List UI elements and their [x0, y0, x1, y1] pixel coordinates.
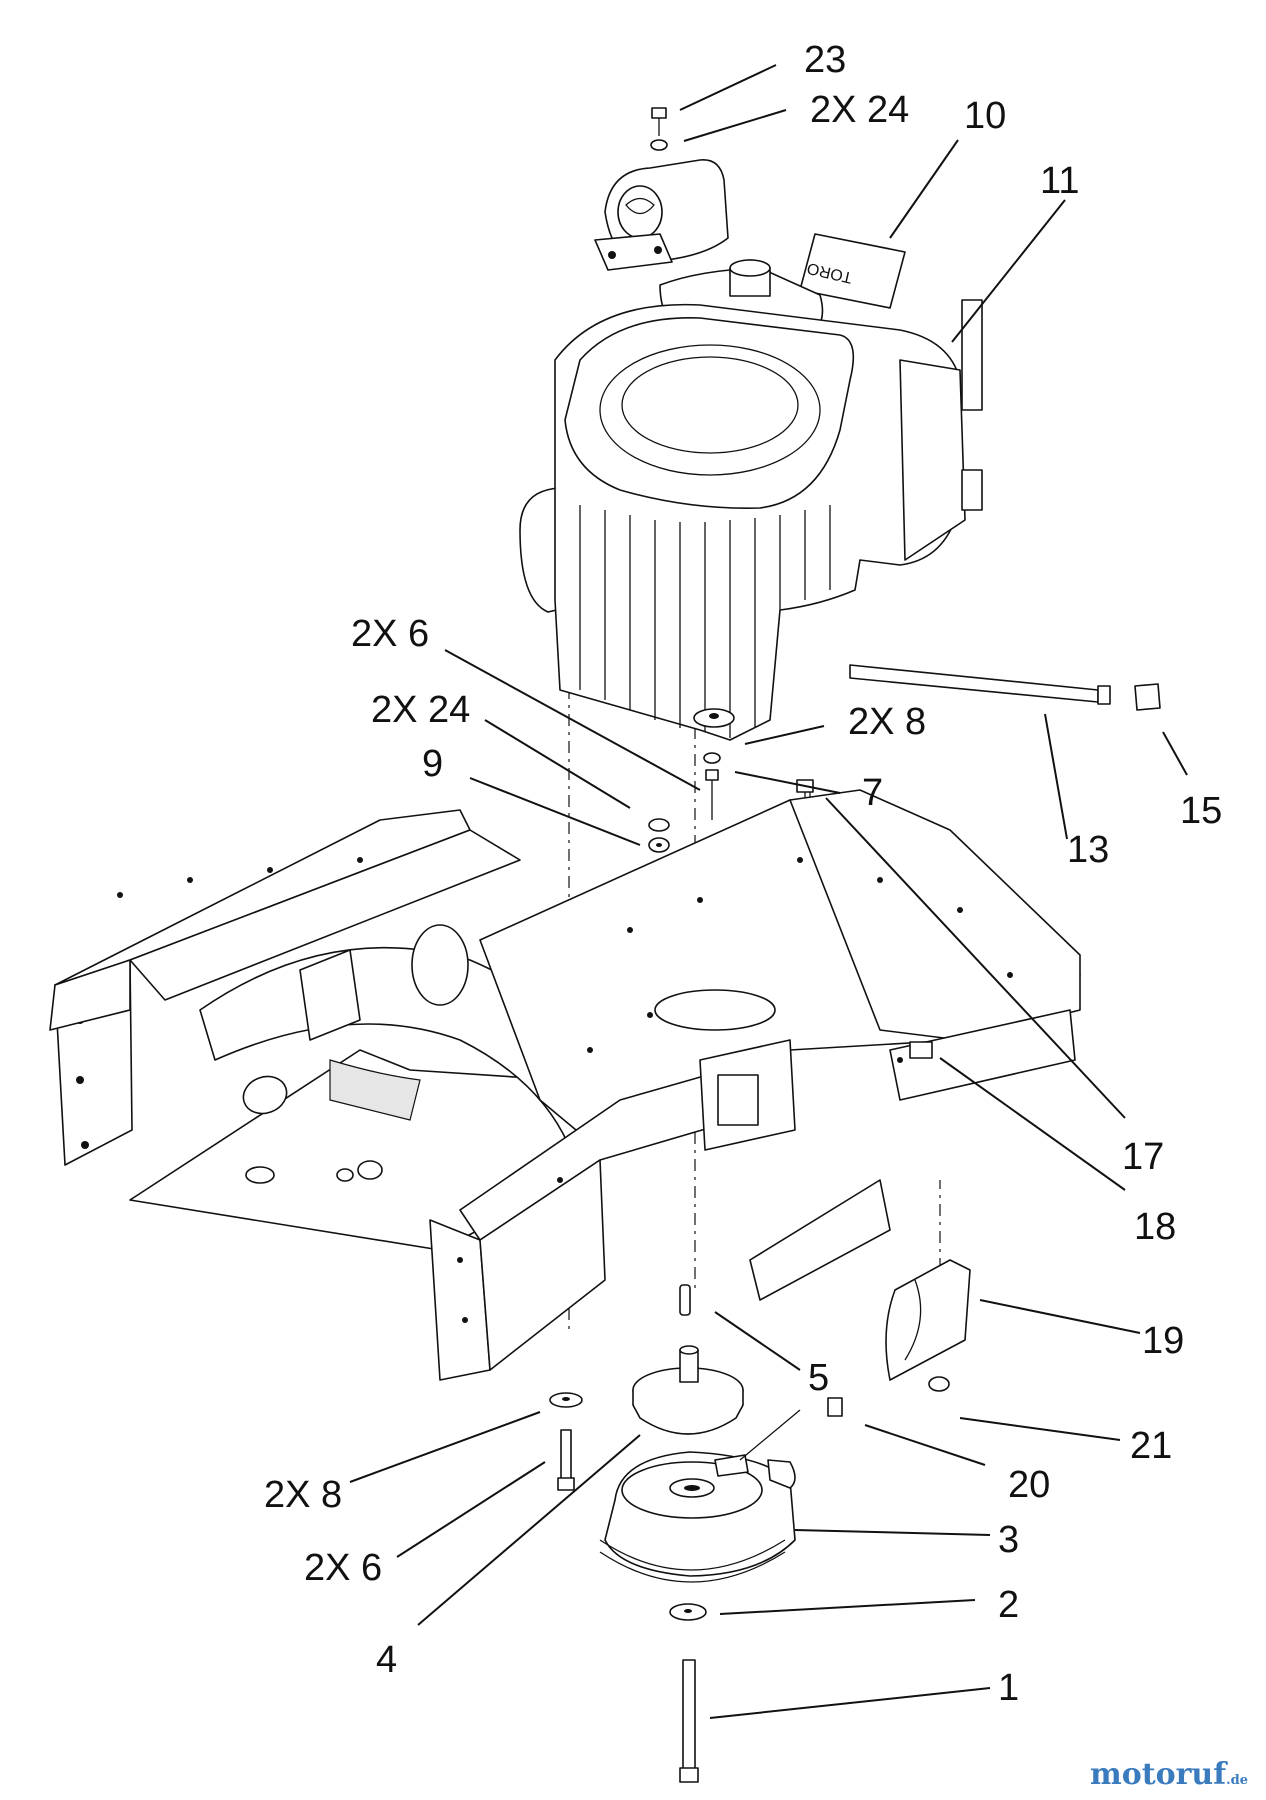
callout-2x24-mid: 2X 24 [371, 689, 470, 731]
watermark: motoruf.de [1090, 1757, 1248, 1792]
callout-1: 1 [998, 1667, 1019, 1709]
leader-lines [349, 64, 1188, 1719]
starter-solenoid [594, 107, 729, 271]
engine-mount-hardware [648, 708, 814, 853]
callout-2x6-bot: 2X 6 [304, 1547, 382, 1589]
pulley-assembly [632, 1284, 744, 1435]
callout-2: 2 [998, 1584, 1019, 1626]
electric-clutch [599, 1397, 843, 1583]
callout-4: 4 [376, 1639, 397, 1681]
callout-10: 10 [964, 95, 1006, 137]
callout-labels: 23 2X 24 10 11 2X 6 2X 24 9 2X 8 7 13 15… [264, 39, 1222, 1709]
callout-3: 3 [998, 1519, 1019, 1561]
bolt-and-washer [669, 1603, 707, 1783]
callout-15: 15 [1180, 790, 1222, 832]
callout-2x8-top: 2X 8 [848, 701, 926, 743]
callout-9: 9 [422, 743, 443, 785]
callout-2x6-top: 2X 6 [351, 613, 429, 655]
watermark-name: motoruf [1089, 1757, 1227, 1792]
lower-mount-hardware [549, 1392, 583, 1491]
callout-7: 7 [862, 772, 883, 814]
callout-19: 19 [1142, 1320, 1184, 1362]
callout-2x8-bot: 2X 8 [264, 1474, 342, 1516]
callout-2x24-top: 2X 24 [810, 89, 909, 131]
watermark-domain: .de [1226, 1773, 1248, 1788]
callout-18: 18 [1134, 1206, 1176, 1248]
toro-decal: TORO [799, 233, 906, 309]
callout-5: 5 [808, 1357, 829, 1399]
callout-13: 13 [1067, 829, 1109, 871]
callout-23: 23 [804, 39, 846, 81]
callout-20: 20 [1008, 1464, 1050, 1506]
engine [519, 259, 1161, 741]
callout-21: 21 [1130, 1425, 1172, 1467]
shield-bracket [885, 1259, 971, 1392]
callout-11: 11 [1040, 160, 1079, 202]
callout-17: 17 [1122, 1136, 1164, 1178]
